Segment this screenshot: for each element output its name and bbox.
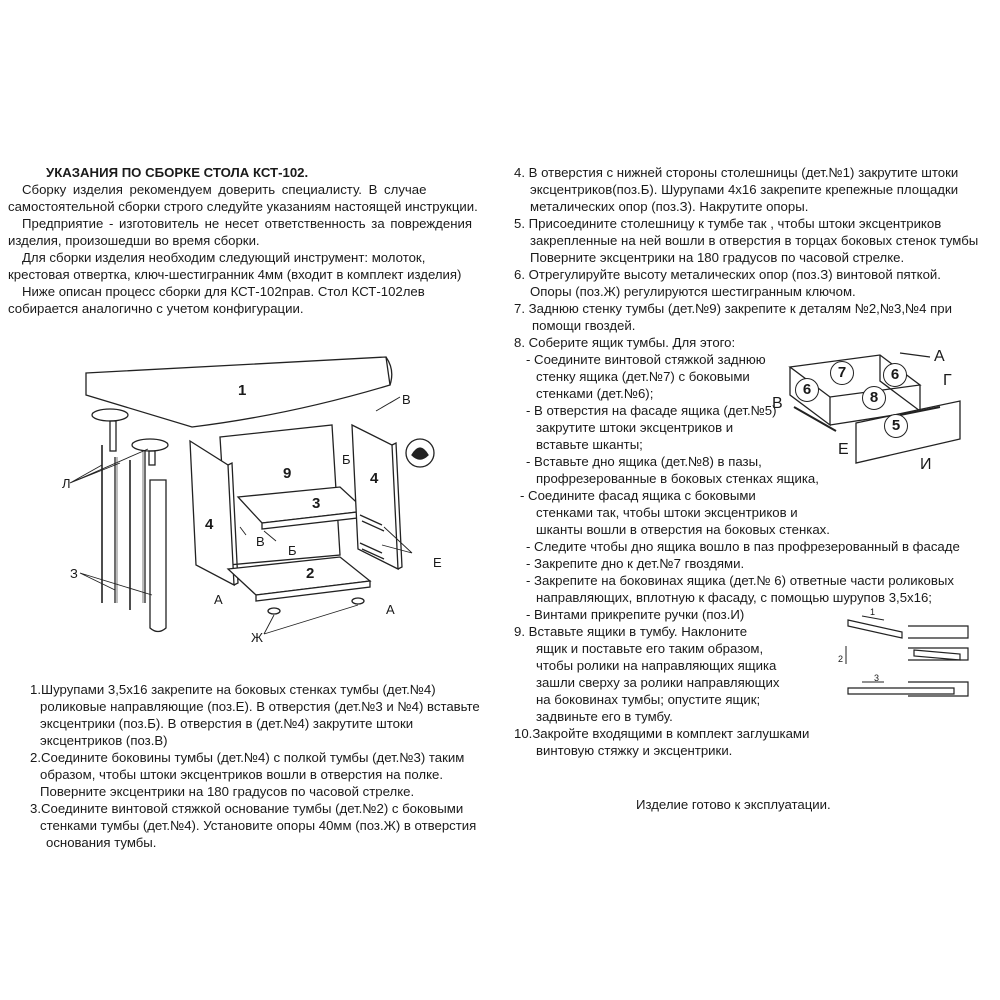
step-line: образом, чтобы штоки эксцентриков вошли … — [40, 767, 444, 782]
assembly-drawing — [69, 356, 435, 635]
step-line: 8. Соберите ящик тумбы. Для этого: — [514, 335, 736, 350]
step-line: эксцентрики (поз.Б). В отверстия в (дет.… — [40, 716, 414, 731]
pos-label: В — [256, 534, 265, 549]
step-line: стенками (дет.№6); — [536, 386, 654, 401]
step-line: стенками так, чтобы штоки эксцентриков и — [536, 505, 798, 520]
step-line: 1.Шурупами 3,5х16 закрепите на боковых с… — [30, 682, 436, 697]
part-circle: 8 — [862, 386, 886, 410]
step-line: - Соедините винтовой стяжкой заднюю — [526, 352, 766, 367]
pos-label: Е — [838, 441, 849, 458]
part-label: 3 — [312, 495, 321, 512]
intro-line: изделия, произошедши во время сборки. — [8, 233, 260, 248]
pos-label: Б — [288, 543, 297, 558]
step-line: эксцентриков(поз.Б). Шурупами 4х16 закре… — [530, 182, 959, 197]
pos-label: В — [402, 392, 411, 407]
intro-line: Предприятие - изготовитель не несет отве… — [22, 216, 472, 231]
step-line: задвиньте его в тумбу. — [536, 709, 673, 724]
step-line: Поверните эксцентрики на 180 градусов по… — [40, 784, 415, 799]
step-line: профрезерованные в боковых стенках ящика… — [536, 471, 819, 486]
step-line: стенками тумбы (дет.№4). Установите опор… — [40, 818, 477, 833]
step-line: 2.Соедините боковины тумбы (дет.№4) с по… — [30, 750, 465, 765]
page-title: УКАЗАНИЯ ПО СБОРКЕ СТОЛА КСТ-102. — [46, 165, 309, 180]
step-line: - Закрепите на боковинах ящика (дет.№ 6)… — [526, 573, 954, 588]
pos-label: В — [772, 395, 783, 412]
pos-label: Г — [943, 372, 952, 389]
step-line: винтовую стяжку и эксцентрики. — [536, 743, 733, 758]
step-number: 1 — [870, 607, 876, 617]
part-label: 2 — [306, 565, 315, 582]
step-line: вставьте шканты; — [536, 437, 643, 452]
step-line: - Вставьте дно ящика (дет.№8) в пазы, — [526, 454, 762, 469]
part-label: 4 — [205, 516, 214, 533]
step-line: направляющих, вплотную к фасаду, с помощ… — [536, 590, 932, 605]
step-line: основания тумбы. — [46, 835, 157, 850]
step-line: 10.Закройте входящими в комплект заглушк… — [514, 726, 810, 741]
pos-label: Л — [62, 476, 71, 491]
step-line: чтобы ролики на направляющих ящика — [536, 658, 777, 673]
step-line: ящик и поставьте его таким образом, — [536, 641, 764, 656]
step-line: металических опор (поз.З). Накрутите опо… — [530, 199, 809, 214]
intro-line: самостоятельной сборки строго следуйте у… — [8, 199, 478, 214]
footer-note: Изделие готово к эксплуатации. — [636, 797, 831, 812]
step-line: - Соедините фасад ящика с боковыми — [520, 488, 756, 503]
step-line: - Закрепите дно к дет.№7 гвоздями. — [526, 556, 745, 571]
step-line: 9. Вставьте ящики в тумбу. Наклоните — [514, 624, 748, 639]
step-line: 3.Соедините винтовой стяжкой основание т… — [30, 801, 464, 816]
step-line: - Следите чтобы дно ящика вошло в паз пр… — [526, 539, 960, 554]
step-line: зашли сверху за ролики направляющих — [536, 675, 780, 690]
step-line: закрутите штоки эксцентриков и — [536, 420, 734, 435]
step-line: помощи гвоздей. — [532, 318, 636, 333]
drawer-drawing — [788, 352, 961, 464]
step-line: роликовые направляющие (поз.Е). В отверс… — [40, 699, 480, 714]
step-line: на боковинах тумбы; опустите ящик; — [536, 692, 761, 707]
part-label: 9 — [283, 465, 292, 482]
intro-line: Для сборки изделия необходим следующий и… — [22, 250, 426, 265]
step-line: шканты вошли в отверстия на боковых стен… — [536, 522, 830, 537]
part-label: 1 — [238, 382, 247, 399]
pos-label: А — [934, 348, 945, 365]
step-line: 7. Заднюю стенку тумбы (дет.№9) закрепит… — [514, 301, 952, 316]
intro-line: Ниже описан процесс сборки для КСТ-102пр… — [22, 284, 425, 299]
step-line: - Винтами прикрепите ручки (поз.И) — [526, 607, 745, 622]
step-line: эксцентриков (поз.В) — [40, 733, 168, 748]
pos-label: З — [70, 566, 78, 581]
pos-label: А — [386, 602, 395, 617]
step-line: 5. Присоедините столешницу к тумбе так ,… — [514, 216, 942, 231]
pos-label: А — [214, 592, 223, 607]
step-number: 3 — [874, 673, 880, 683]
step-line: стенку ящика (дет.№7) с боковыми — [536, 369, 750, 384]
step-line: 4. В отверстия с нижней стороны столешни… — [514, 165, 959, 180]
part-label: 4 — [370, 470, 379, 487]
pos-label: Б — [342, 452, 351, 467]
pos-label: Ж — [251, 630, 264, 645]
step-number: 2 — [838, 654, 844, 664]
step-line: 6. Отрегулируйте высоту металических опо… — [514, 267, 941, 282]
intro-line: собирается аналогично с учетом конфигура… — [8, 301, 304, 316]
part-circle: 7 — [830, 361, 854, 385]
pos-label: И — [920, 456, 932, 473]
step-line: закрепленные на ней вошли в отверстия в … — [530, 233, 979, 248]
part-circle: 6 — [883, 363, 907, 387]
pos-label: Е — [433, 555, 442, 570]
step-line: Опоры (поз.Ж) регулируются шестигранным … — [530, 284, 856, 299]
step-line: Поверните эксцентрики на 180 градусов по… — [530, 250, 905, 265]
part-circle: 6 — [795, 378, 819, 402]
intro-line: Сборку изделия рекомендуем доверить спец… — [22, 182, 427, 197]
step-line: - В отверстия на фасаде ящика (дет.№5) — [526, 403, 777, 418]
part-circle: 5 — [884, 414, 908, 438]
insertion-drawing — [845, 615, 969, 697]
intro-line: крестовая отвертка, ключ-шестигранник 4м… — [8, 267, 462, 282]
